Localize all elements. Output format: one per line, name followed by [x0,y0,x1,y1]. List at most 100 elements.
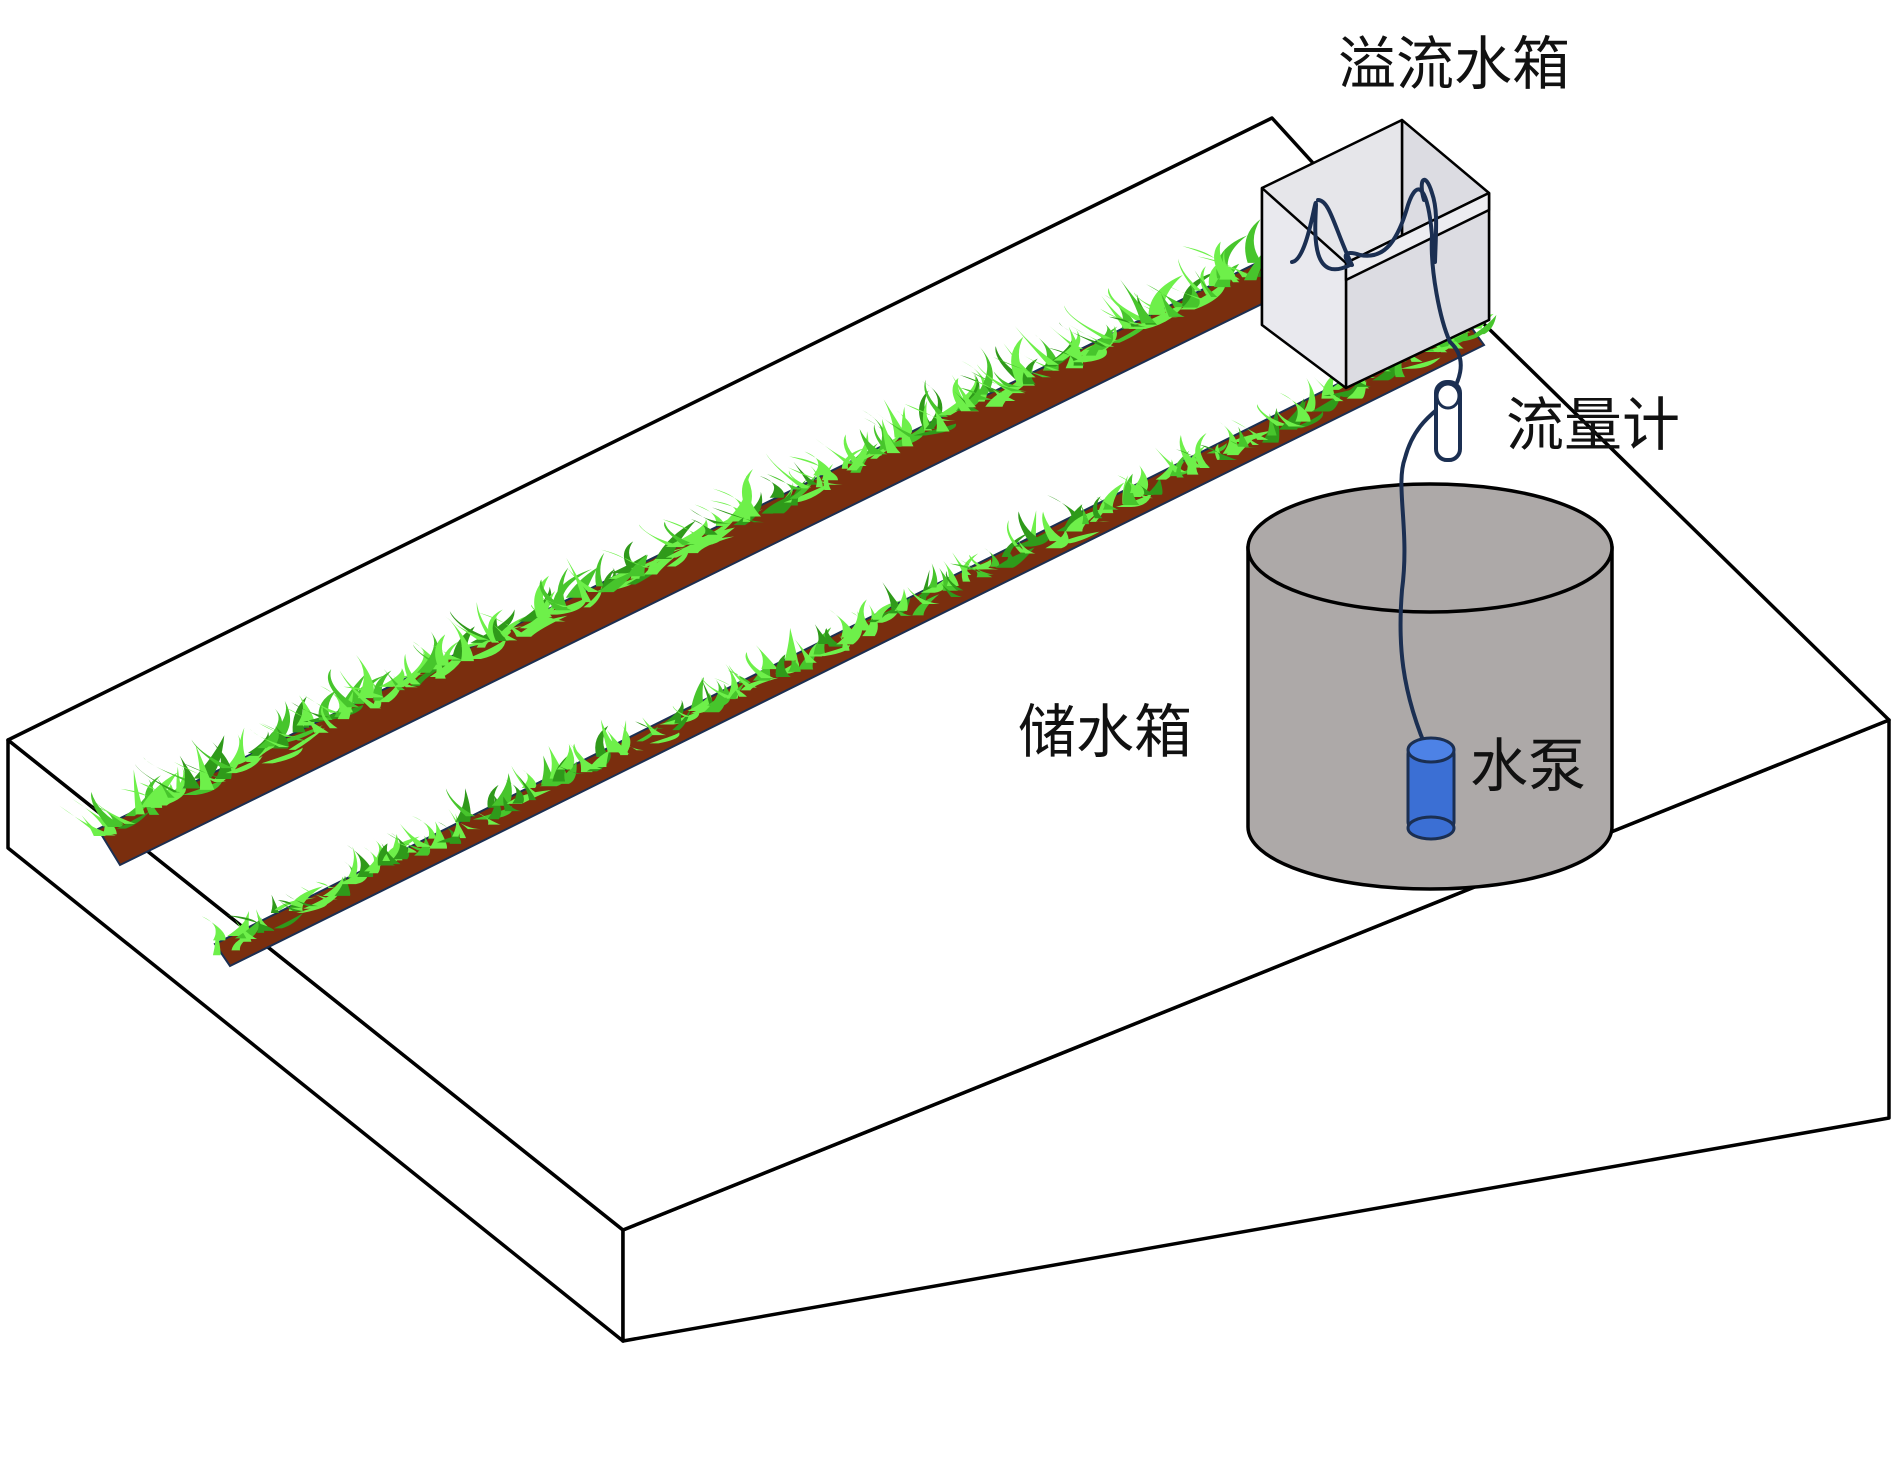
grass-blade [521,769,537,788]
grass-blade [912,594,940,616]
slope-box [6,116,1891,1343]
grass-blade [1230,419,1269,440]
grass-blade [182,778,223,796]
grass-blade [1328,375,1346,390]
grass-blade [505,779,524,804]
grass-blade [1234,429,1260,445]
grass-blade [285,707,329,733]
grass-blade [794,639,817,663]
flow-meter-label: 流量计 [1506,391,1680,459]
grass-blade [859,429,888,455]
grass-blade [234,917,262,939]
grass-blade [1278,400,1306,430]
grass-blade [478,612,526,637]
grass-blade [843,434,867,466]
water-pump [1406,736,1456,841]
grass-blade [949,563,992,578]
grass-blade [769,490,792,508]
grass-blade [513,770,537,801]
grass-blade [595,552,605,587]
water-pipe [1290,177,1463,759]
grass-blade [745,652,774,679]
grass-blade [940,582,963,597]
grass-blade [1219,422,1238,454]
grass-blade [583,585,603,608]
grass-blade [1042,511,1068,542]
grass-blade [210,740,232,779]
grass-blade [71,798,115,827]
grass-blade [466,638,506,660]
grass-blade [689,508,731,524]
grass-blade [1123,465,1149,497]
upper-grass-blades [59,219,1291,836]
grass-blade [655,520,696,559]
grass-blade [120,788,163,808]
grass-blade [789,474,817,499]
grass-blade [389,672,418,688]
grass-blade [279,899,306,912]
grass-blade [91,791,126,828]
lower-grass-strip [201,313,1497,968]
grass-blade [1086,323,1114,350]
grass-blade [327,669,360,708]
grass-blade [959,387,996,400]
grass-blade [1311,393,1342,412]
grass-blade [666,545,689,567]
grass-blade [829,609,856,638]
grass-blade [627,554,648,577]
grass-blade [303,705,364,722]
grass-blade [472,806,513,820]
grass-blade [937,373,979,416]
grass-blade [1179,277,1227,310]
grass-blade [1058,531,1100,544]
grass-blade [346,845,374,878]
grass-blade [1108,316,1146,327]
grass-blade [701,678,717,709]
grass-blade [1217,263,1255,274]
grass-blade [363,847,381,874]
grass-blade [1092,496,1103,519]
grass-blade [766,474,809,490]
grass-blade [534,575,553,618]
grass-blade [1267,413,1277,436]
grass-blade [261,747,303,764]
grass-blade [1135,482,1154,495]
grass-blade [447,617,474,662]
grass-blade [1214,443,1228,460]
grass-blade [1134,292,1171,312]
grass-blade [503,796,523,812]
grass-blade [1045,529,1069,549]
grass-blade [602,569,615,592]
grass-blade [1004,548,1017,565]
overflow-tank-label: 溢流水箱 [1338,30,1570,98]
grass-blade [1196,256,1252,278]
grass-blade [288,727,326,750]
grass-blade [320,705,338,729]
grass-blade [437,821,462,844]
grass-blade [391,832,410,860]
grass-blade [1451,329,1489,342]
grass-blade [411,657,465,687]
grass-blade [400,823,435,847]
grass-blade [928,563,938,588]
water-pump-top [1406,736,1456,764]
grass-blade [1146,284,1191,308]
grass-blade [649,732,680,744]
grass-blade [789,456,838,481]
grass-blade [1155,459,1174,480]
grass-blade [741,469,761,517]
grass-blade [1435,316,1473,340]
grass-blade [414,835,431,856]
grass-blade [1115,493,1152,507]
grass-blade [728,664,758,688]
grass-blade [497,611,542,637]
grass-blade [807,463,823,488]
grass-blade [659,710,700,725]
grass-blade [271,723,289,749]
overflow-tank-front-face [1344,191,1491,282]
grass-blade [476,812,501,825]
grass-blade [227,915,275,931]
grass-blade [1117,475,1145,493]
grass-blade [969,554,999,570]
